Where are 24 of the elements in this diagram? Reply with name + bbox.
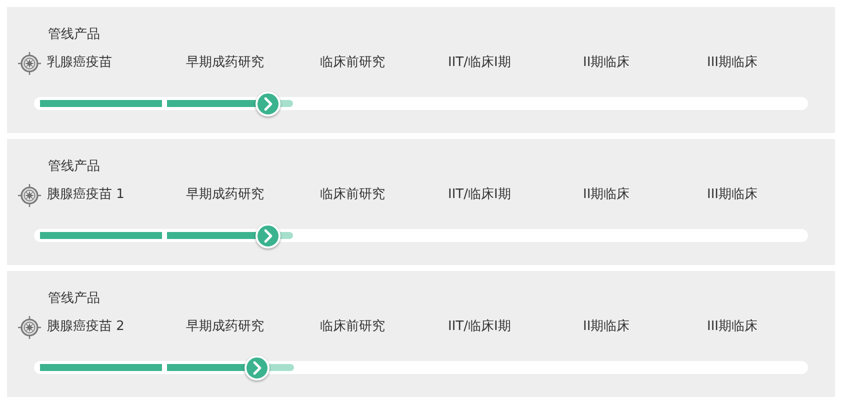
stage-label: III期临床 [707,319,758,335]
product-name: 胰腺癌疫苗 2 [47,319,124,335]
stage-label: III期临床 [707,55,758,71]
stage-label: 临床前研究 [320,187,385,203]
stage-label: IIT/临床I期 [448,319,511,335]
stage-label: II期临床 [583,187,630,203]
product-name: 胰腺癌疫苗 1 [47,187,124,203]
section-heading: 管线产品 [48,291,100,307]
section-heading: 管线产品 [48,159,100,175]
stage-label: IIT/临床I期 [448,55,511,71]
stage-label: III期临床 [707,187,758,203]
stage-label: 临床前研究 [320,319,385,335]
product-name: 乳腺癌疫苗 [47,55,112,71]
stage-label: 早期成药研究 [186,55,264,71]
pipeline-card [7,271,835,397]
stage-label: IIT/临床I期 [448,187,511,203]
stage-label: II期临床 [583,319,630,335]
stage-label: 早期成药研究 [186,187,264,203]
stage-label: II期临床 [583,55,630,71]
section-heading: 管线产品 [48,27,100,43]
stage-label: 临床前研究 [320,55,385,71]
pipeline-card [7,139,835,265]
pipeline-card [7,7,835,133]
stage-label: 早期成药研究 [186,319,264,335]
